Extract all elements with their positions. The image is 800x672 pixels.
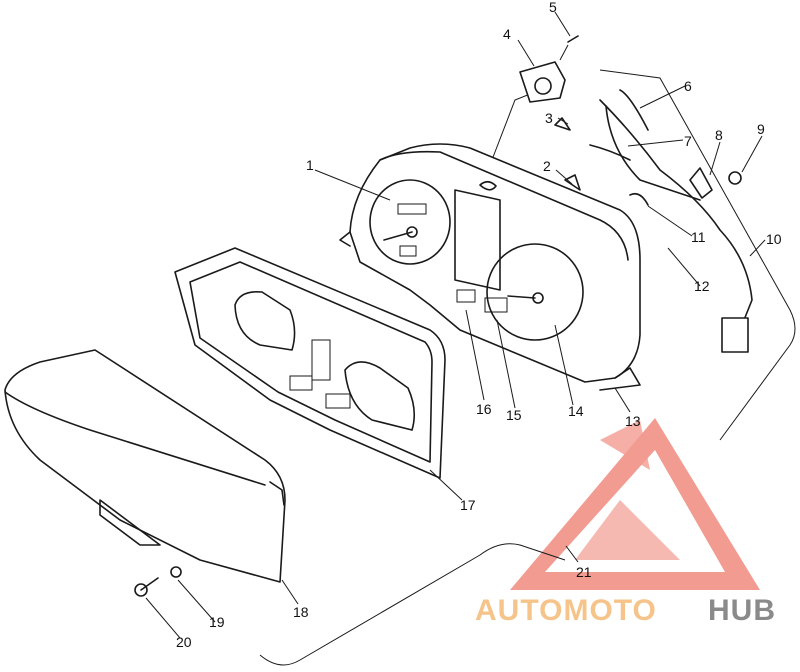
leader-lines <box>145 11 766 639</box>
callout-20: 20 <box>176 634 192 650</box>
callout-9: 9 <box>757 121 765 137</box>
watermark-logo <box>510 418 760 590</box>
callout-5: 5 <box>549 0 557 15</box>
callout-12: 12 <box>694 278 710 294</box>
callout-13: 13 <box>625 413 641 429</box>
callout-2: 2 <box>543 158 551 174</box>
watermark-text: AUTOMOTO HUB <box>475 594 776 627</box>
callout-17: 17 <box>460 497 476 513</box>
callout-11: 11 <box>691 229 706 245</box>
callout-15: 15 <box>506 407 522 423</box>
harness-wires <box>554 89 753 353</box>
callout-19: 19 <box>209 614 225 630</box>
callout-18: 18 <box>293 604 309 620</box>
gauge-bracket <box>519 35 579 103</box>
watermark-text-hub: HUB <box>708 594 776 627</box>
callout-3: 3 <box>545 110 553 126</box>
callout-14: 14 <box>568 403 584 419</box>
cluster-bezel <box>174 247 446 479</box>
watermark-text-automoto: AUTOMOTO <box>475 594 657 627</box>
callout-21: 21 <box>576 564 592 580</box>
cluster-housing <box>339 143 641 391</box>
callout-4: 4 <box>503 26 511 42</box>
fastener-screw <box>134 566 182 597</box>
callout-8: 8 <box>715 127 723 143</box>
callout-7: 7 <box>684 133 692 149</box>
callout-10: 10 <box>766 231 782 247</box>
callout-1: 1 <box>306 157 314 173</box>
callout-6: 6 <box>684 78 692 94</box>
callout-labels: 1 2 3 4 5 6 7 8 9 10 11 12 13 14 15 16 1… <box>176 0 782 650</box>
cluster-cover <box>4 349 286 583</box>
callout-16: 16 <box>476 401 492 417</box>
